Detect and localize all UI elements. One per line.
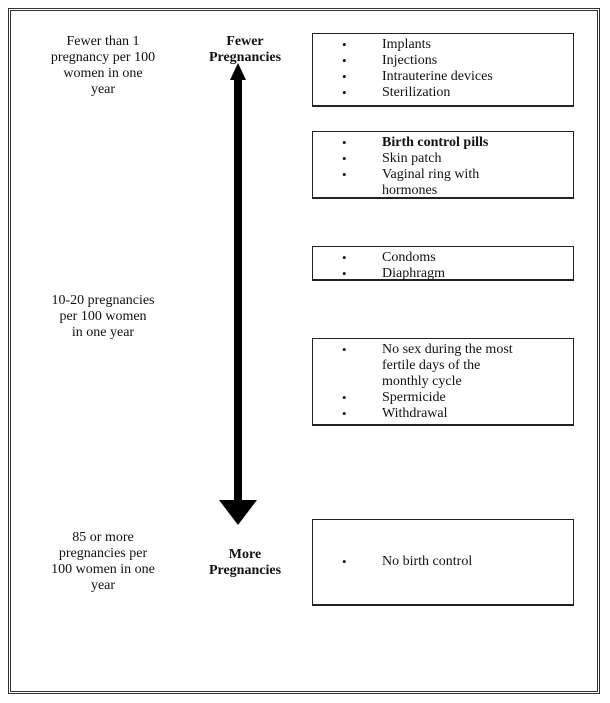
bullet-icon: • xyxy=(342,85,347,100)
method-item: • Sterilization xyxy=(313,85,573,101)
method-item-text: No birth control xyxy=(382,554,473,569)
method-item-text: Injections xyxy=(382,53,438,68)
label-line: 100 women in one xyxy=(51,562,155,577)
axis-label-line: More xyxy=(228,547,262,562)
label-85-or-more: 85 or more pregnancies per 100 women in … xyxy=(28,530,178,594)
method-item-text: Vaginal ring with xyxy=(382,167,480,182)
method-item-text: fertile days of the xyxy=(382,358,481,373)
bullet-icon: • xyxy=(342,167,347,182)
bullet-icon: • xyxy=(342,37,347,52)
label-line: year xyxy=(90,82,116,97)
method-list: • No birth control xyxy=(313,554,573,570)
bullet-icon: • xyxy=(342,250,347,265)
bullet-icon: • xyxy=(342,69,347,84)
method-list: • Birth control pills • Skin patch • Vaginal … xyxy=(313,135,573,199)
method-item: • Injections xyxy=(313,53,573,69)
label-line: 10-20 pregnancies xyxy=(51,293,155,308)
bullet-icon: • xyxy=(342,554,347,569)
method-item-text: Sterilization xyxy=(382,85,451,100)
arrow-head-up xyxy=(230,63,246,80)
method-item-text: Condoms xyxy=(382,250,436,265)
arrow-head-down xyxy=(219,500,257,525)
label-line: year xyxy=(90,578,116,593)
method-item-text: No sex during the most xyxy=(382,342,513,357)
bullet-icon: • xyxy=(342,53,347,68)
method-item-text: Spermicide xyxy=(382,390,446,405)
method-item-text: monthly cycle xyxy=(382,374,462,389)
label-line: in one year xyxy=(71,325,135,340)
method-item-text: Withdrawal xyxy=(382,406,448,421)
method-item-text: hormones xyxy=(382,183,438,198)
method-list: • Implants • Injections • Intrauterine device… xyxy=(313,37,573,101)
bullet-icon: • xyxy=(342,266,347,281)
method-item: • Implants xyxy=(313,37,573,53)
bullet-icon: • xyxy=(342,342,347,357)
bullet-icon: • xyxy=(342,135,347,150)
label-line: women in one xyxy=(63,66,143,81)
method-item-text: Birth control pills xyxy=(382,135,489,150)
method-item: • Condoms xyxy=(313,250,573,266)
label-fewer-than-1: Fewer than 1 pregnancy per 100 women in … xyxy=(28,34,178,98)
method-item-text: Implants xyxy=(382,37,431,52)
label-line: pregnancies per xyxy=(58,546,148,561)
axis-top-label: Fewer Pregnancies xyxy=(190,34,300,66)
bullet-icon: • xyxy=(342,406,347,421)
method-item: • Intrauterine devices xyxy=(313,69,573,85)
method-box-1: • Implants • Injections • Intrauterine device… xyxy=(312,33,574,107)
label-line: Fewer than 1 xyxy=(66,34,140,49)
axis-bottom-label: More Pregnancies xyxy=(190,547,300,579)
axis-label-line: Pregnancies xyxy=(208,50,282,65)
label-line: per 100 women xyxy=(59,309,147,324)
method-item: • Skin patch xyxy=(313,151,573,167)
label-line: pregnancy per 100 xyxy=(50,50,156,65)
bullet-icon: • xyxy=(342,390,347,405)
method-box-3: • Condoms • Diaphragm xyxy=(312,246,574,281)
arrow-shaft xyxy=(234,78,242,502)
axis-label-line: Fewer xyxy=(226,34,264,49)
method-item-text: Skin patch xyxy=(382,151,442,166)
method-item: • No birth control xyxy=(313,554,573,570)
method-box-2: • Birth control pills • Skin patch • Vaginal … xyxy=(312,131,574,199)
method-item: • Spermicide xyxy=(313,390,573,406)
method-item: • Birth control pills xyxy=(313,135,573,151)
bullet-icon: • xyxy=(342,151,347,166)
method-list: • Condoms • Diaphragm xyxy=(313,250,573,282)
method-item-text: Intrauterine devices xyxy=(382,69,493,84)
label-10-20: 10-20 pregnancies per 100 women in one y… xyxy=(28,293,178,341)
label-line: 85 or more xyxy=(72,530,134,545)
method-item: • Withdrawal xyxy=(313,406,573,422)
axis-label-line: Pregnancies xyxy=(208,563,282,578)
figure-frame xyxy=(8,8,600,694)
method-box-5: • No birth control xyxy=(312,519,574,606)
method-item: • Diaphragm xyxy=(313,266,573,282)
method-item-text: Diaphragm xyxy=(382,266,445,281)
